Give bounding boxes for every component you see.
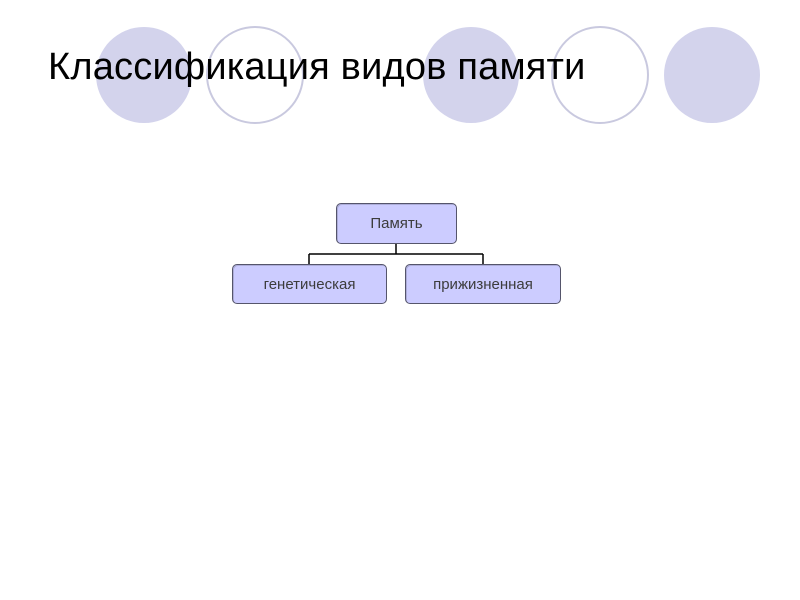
node-memory-label: Память [370, 215, 423, 232]
circle-outline-1 [206, 26, 304, 124]
node-lifetime: прижизненная [405, 264, 561, 304]
slide-title: Классификация видов памяти [48, 46, 586, 88]
circle-filled-3 [664, 27, 760, 123]
circle-filled-2 [423, 27, 519, 123]
circle-filled-1 [96, 27, 192, 123]
node-genetic-label: генетическая [263, 275, 356, 293]
circle-outline-2 [551, 26, 649, 124]
node-lifetime-label: прижизненная [433, 275, 533, 293]
decorative-circles [96, 26, 760, 124]
node-genetic: генетическая [232, 264, 387, 304]
node-memory: Память [336, 203, 457, 244]
